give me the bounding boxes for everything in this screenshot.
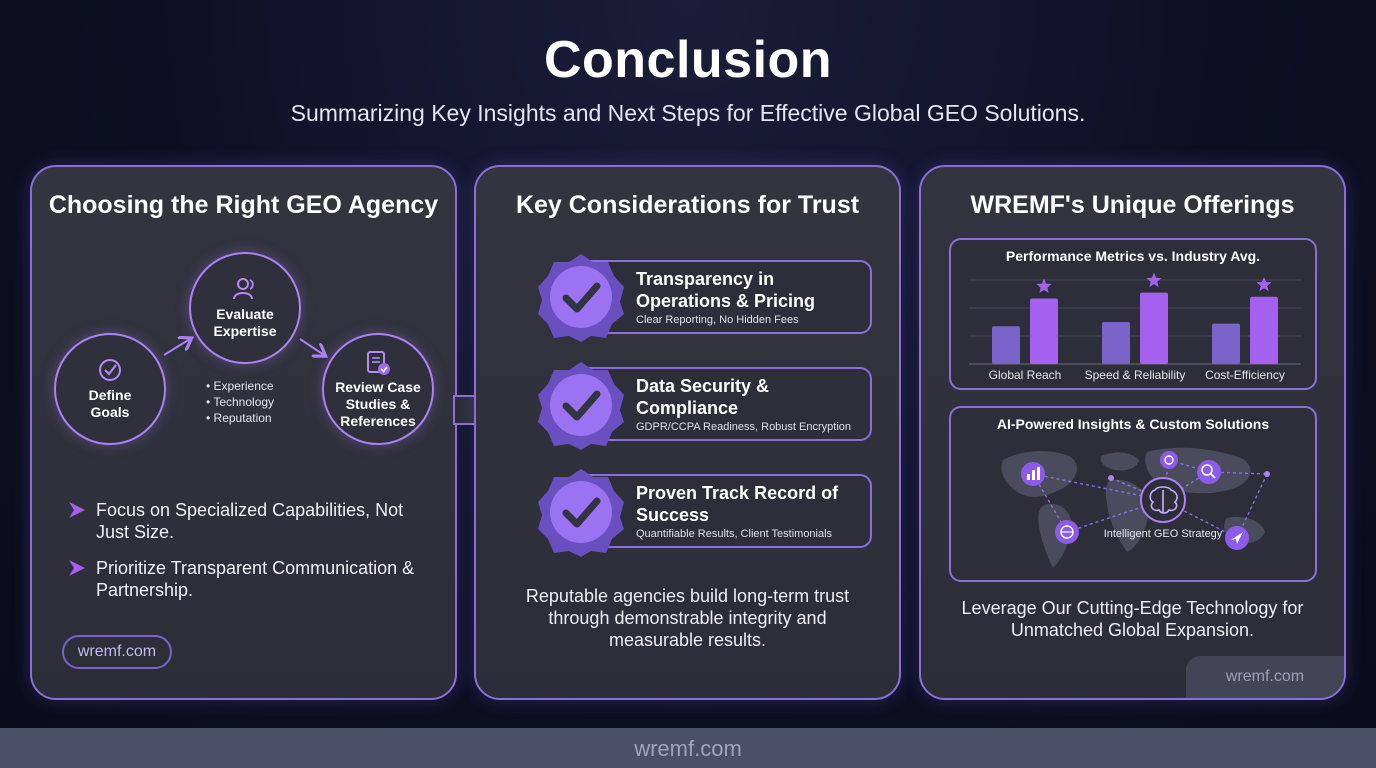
ai-center-label: Intelligent GEO Strategy (1103, 528, 1223, 540)
check-badge-icon (538, 362, 624, 450)
expertise-point: • Experience (206, 379, 274, 393)
trust-item-title: Proven Track Record of Success (636, 483, 839, 525)
bar-wremf (1140, 292, 1168, 364)
trust-item-track-record: Proven Track Record of Success Quantifia… (576, 474, 872, 548)
panel-title: Choosing the Right GEO Agency (48, 191, 439, 219)
ai-title: AI-Powered Insights & Custom Solutions (996, 416, 1270, 432)
focus-text: Focus on Specialized Capabilities, Not J… (96, 500, 404, 542)
search-node-icon (1197, 460, 1221, 484)
bar-industry-avg (1212, 323, 1240, 364)
arrow-pointer-icon (69, 560, 85, 576)
check-badge-icon (538, 469, 624, 557)
step-label: Define Goals (88, 387, 132, 420)
page-subtitle: Summarizing Key Insights and Next Steps … (290, 100, 1086, 126)
bar-wremf (1030, 298, 1058, 364)
panel-unique-offerings: WREMF's Unique Offerings Performance Met… (919, 165, 1346, 700)
focus-text: Prioritize Transparent Communication & P… (96, 558, 415, 600)
chart-node-icon (1021, 462, 1045, 486)
world-map-network (1001, 447, 1270, 568)
star-icon (1256, 276, 1272, 292)
target-node-icon (1160, 451, 1178, 469)
bar-industry-avg (992, 326, 1020, 364)
trust-item-security: Data Security & Compliance GDPR/CCPA Rea… (576, 367, 872, 441)
trust-summary: Reputable agencies build long-term trust… (525, 586, 850, 650)
trust-item-title: Data Security & Compliance (636, 376, 770, 418)
check-circle-icon (99, 359, 121, 381)
network-dot (1108, 475, 1114, 481)
step-define-goals: Define Goals (54, 333, 166, 445)
website-link[interactable]: wremf.com (62, 635, 172, 669)
panel-title: WREMF's Unique Offerings (970, 191, 1295, 219)
panel-choosing-agency: Choosing the Right GEO Agency Define Goa… (30, 165, 457, 700)
star-icon (1036, 278, 1052, 293)
step-evaluate-expertise: Evaluate Expertise (189, 252, 301, 364)
send-node-icon (1225, 526, 1249, 550)
x-tick-label: Cost-Efficiency (1205, 368, 1285, 382)
bar-industry-avg (1102, 322, 1130, 364)
network-dot (1264, 471, 1270, 477)
globe-node-icon (1055, 520, 1079, 544)
flow-arrows (163, 167, 459, 702)
brain-icon (1149, 486, 1178, 514)
expertise-point: • Reputation (206, 411, 272, 425)
panel-title: Key Considerations for Trust (515, 191, 860, 219)
ai-insights-card: AI-Powered Insights & Custom Solutions (949, 406, 1317, 582)
document-check-icon (367, 350, 390, 375)
bar-wremf (1250, 296, 1278, 364)
trust-item-title: Transparency in Operations & Pricing (636, 269, 816, 311)
footer-website: wremf.com (0, 728, 1376, 768)
step-label: Review Case Studies & References (335, 378, 421, 429)
star-icon (1146, 272, 1162, 288)
users-icon (233, 278, 254, 300)
page-title: Conclusion (543, 31, 833, 89)
trust-item-detail: Clear Reporting, No Hidden Fees (636, 314, 799, 326)
x-tick-label: Global Reach (988, 368, 1062, 382)
offerings-tagline: Leverage Our Cutting-Edge Technology for… (961, 598, 1304, 640)
trust-item-detail: GDPR/CCPA Readiness, Robust Encryption (636, 421, 851, 433)
step-label: Evaluate Expertise (213, 306, 277, 339)
check-badge-icon (538, 254, 624, 342)
metrics-title: Performance Metrics vs. Industry Avg. (1005, 248, 1261, 264)
trust-item-detail: Quantifiable Results, Client Testimonial… (636, 528, 833, 540)
step-review-case-studies: Review Case Studies & References (322, 333, 434, 445)
metrics-chart (969, 272, 1301, 365)
trust-item-transparency: Transparency in Operations & Pricing Cle… (576, 260, 872, 334)
panel-trust-considerations: Key Considerations for Trust Transparenc… (474, 165, 901, 700)
corner-website-link[interactable]: wremf.com (1186, 656, 1344, 698)
arrow-pointer-icon (69, 502, 85, 518)
metrics-card: Performance Metrics vs. Industry Avg. Gl… (949, 238, 1317, 390)
expertise-points: • Experience • Technology • Reputation (206, 378, 274, 426)
expertise-point: • Technology (206, 395, 275, 409)
x-tick-label: Speed & Reliability (1084, 368, 1186, 382)
